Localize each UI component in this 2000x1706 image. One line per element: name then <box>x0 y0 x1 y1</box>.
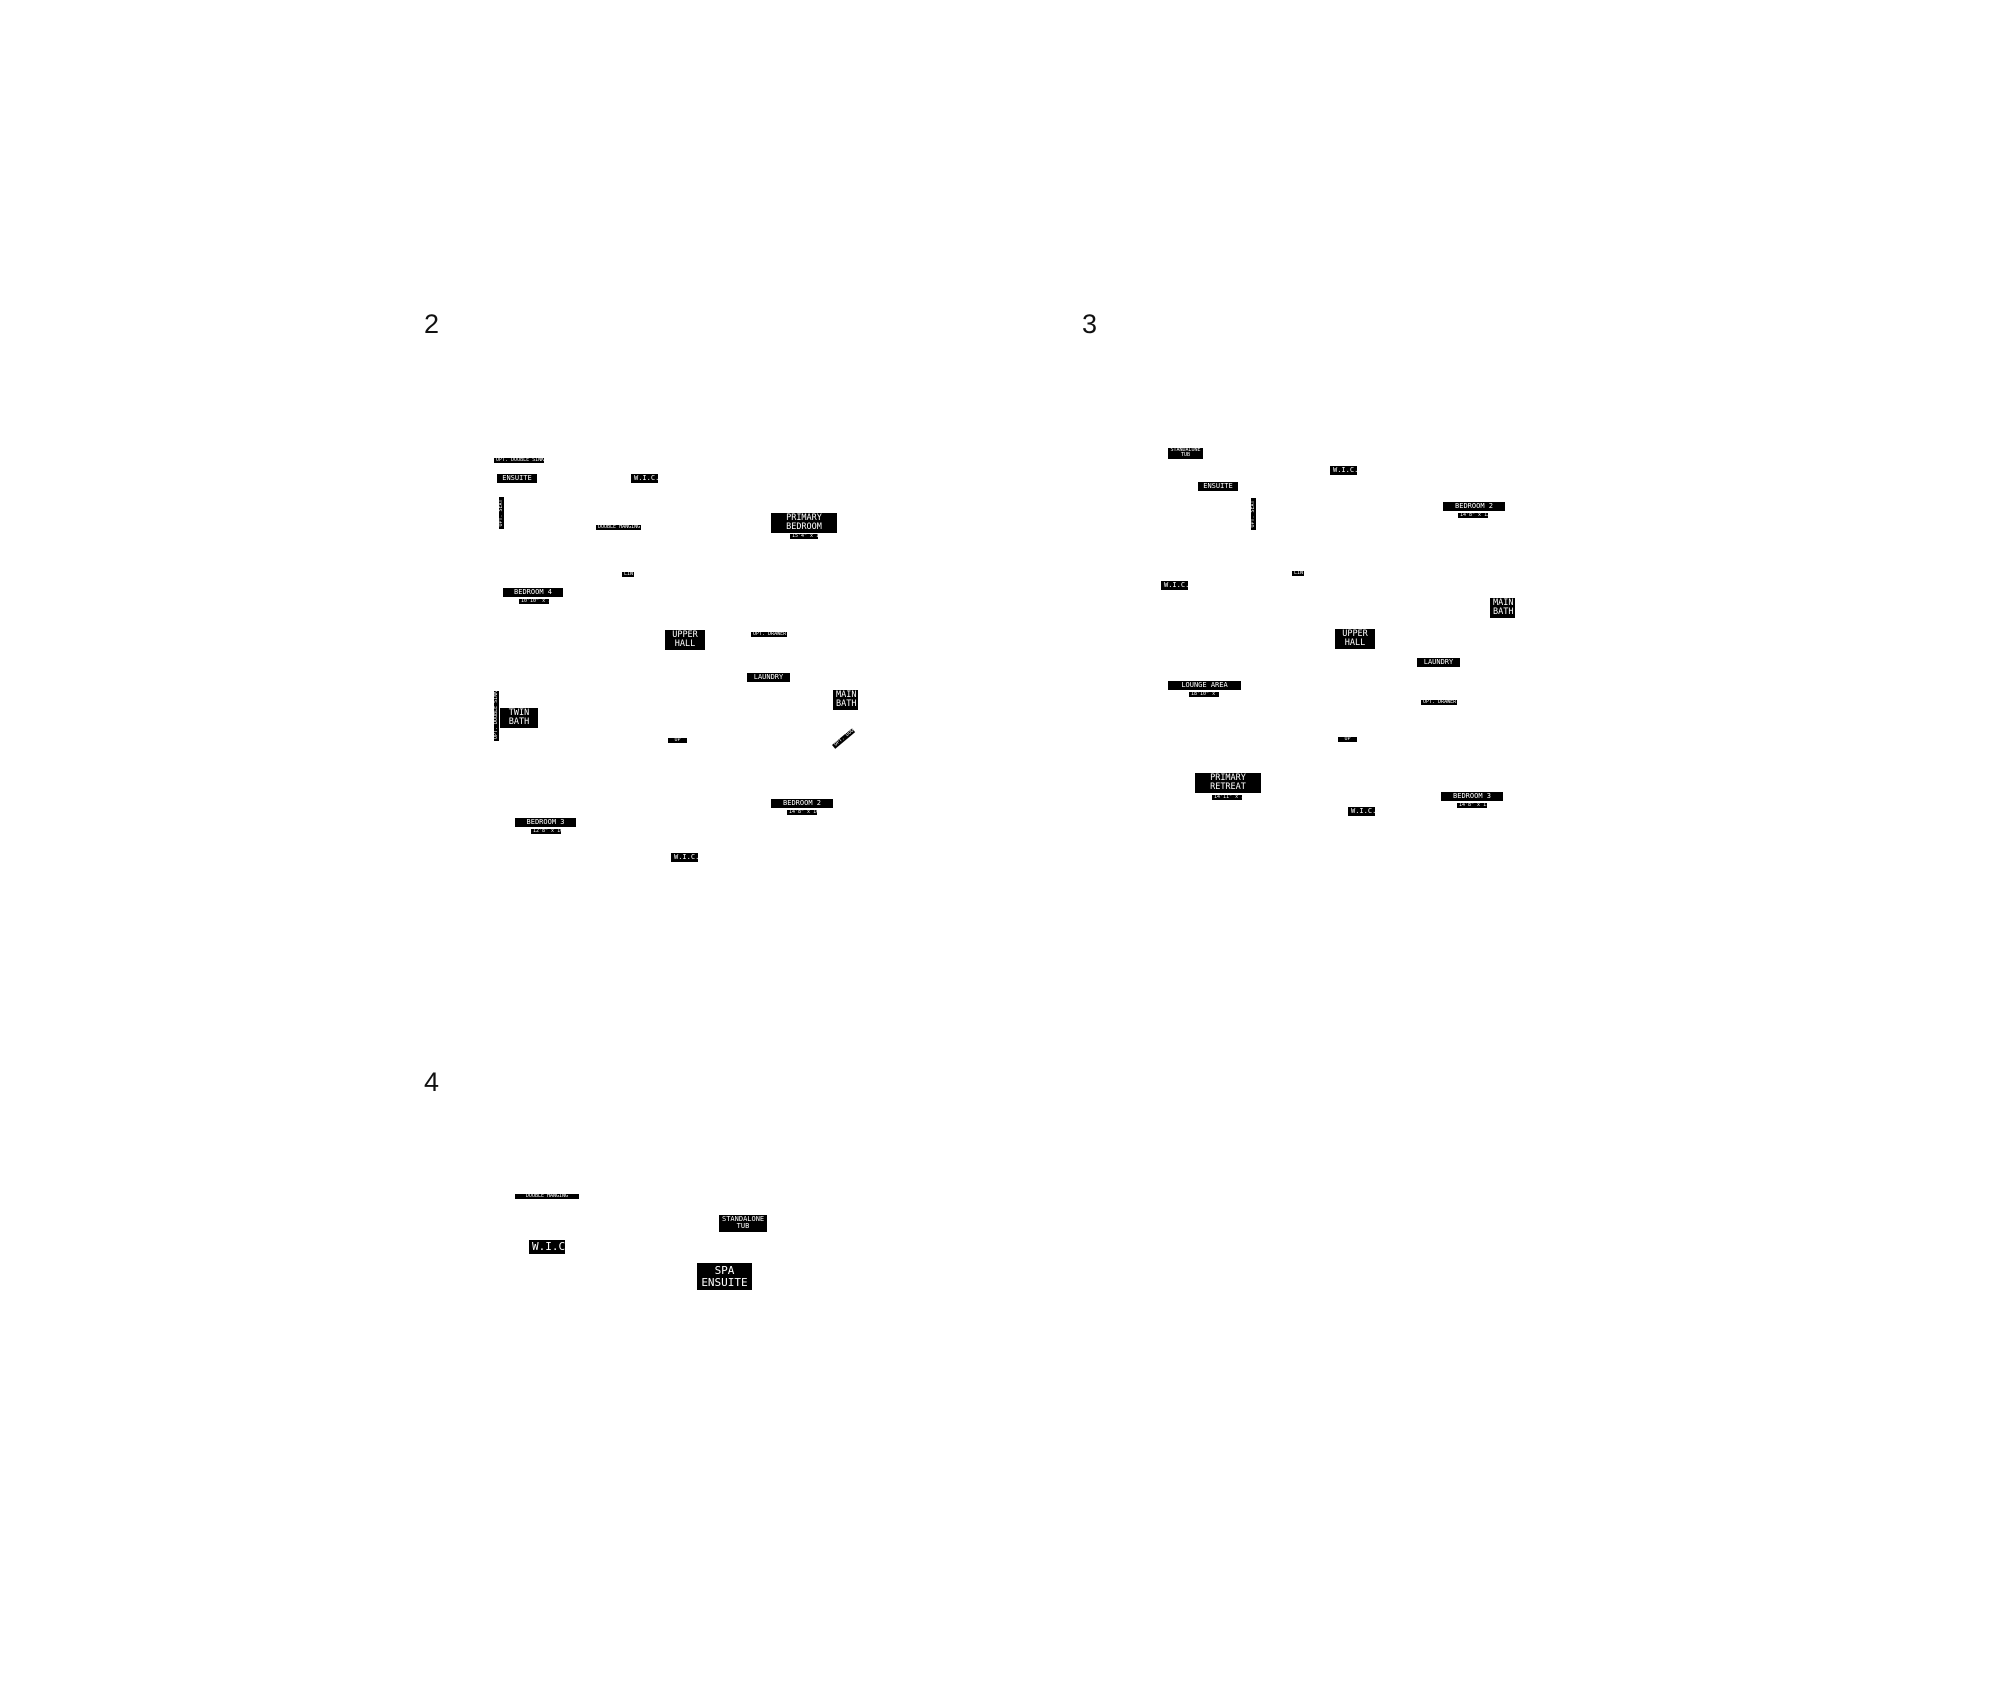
p3-bedroom2-dim: 14'8" x 12'0" <box>1458 512 1500 519</box>
p2-primary-bedroom-dim: 15'4" x 13'8" <box>790 533 832 540</box>
p2-opt-drawer-label: OPT. DRAWER <box>751 631 787 638</box>
panel-4-number: 4 <box>424 1067 440 1097</box>
p2-bedroom3-label: BEDROOM 3 <box>515 818 576 828</box>
p2-double-hanging-label: DOUBLE HANGING <box>596 524 641 531</box>
p2-up-label: UP <box>668 737 687 744</box>
p4-double-hanging-label: DOUBLE HANGING <box>515 1193 579 1200</box>
p2-ensuite-label: ENSUITE <box>497 474 537 484</box>
p2-lin-label: LIN <box>622 571 634 578</box>
p2-bedroom3-dim: 12'8" x 10'8" <box>531 828 573 835</box>
p4-standalone-tub-label: STANDALONE TUB <box>719 1215 767 1232</box>
p3-wic-a-label: W.I.C. <box>1330 466 1358 476</box>
p2-opt-double-sink-label: OPT. DOUBLE SINK <box>493 690 500 741</box>
panel-2-number: 2 <box>424 309 440 339</box>
panel-3-number: 3 <box>1082 309 1098 339</box>
p3-bedroom3-label: BEDROOM 3 <box>1441 792 1503 802</box>
p3-primary-retreat-label: PRIMARY RETREAT <box>1195 773 1261 793</box>
p3-laundry-label: LAUNDRY <box>1417 658 1460 668</box>
p3-opt-seat-label: OPT. SEAT <box>1250 498 1257 530</box>
p2-bedroom2-label: BEDROOM 2 <box>771 799 833 809</box>
p2-bedroom4-dim: 10'10" x 10'8" <box>519 598 564 605</box>
p3-opt-drawer-label: OPT. DRAWER <box>1421 699 1457 706</box>
p2-wic-a-label: W.I.C. <box>631 474 659 484</box>
p2-primary-bedroom-label: PRIMARY BEDROOM <box>771 513 837 533</box>
p3-wic-b-label: W.I.C. <box>1161 581 1189 591</box>
p3-lin-label: LIN <box>1292 570 1304 577</box>
p2-bedroom4-label: BEDROOM 4 <box>503 588 563 598</box>
p3-ensuite-label: ENSUITE <box>1198 482 1238 492</box>
p4-spa-ensuite-label: SPA ENSUITE <box>697 1263 752 1291</box>
p3-wic-c-label: W.I.C. <box>1348 807 1376 817</box>
p3-primary-retreat-dim: 14'11" x 13'8" <box>1212 794 1257 801</box>
p2-opt-double-sinks-label: OPT. DOUBLE SINKS <box>494 457 548 464</box>
p3-bedroom2-label: BEDROOM 2 <box>1443 502 1505 512</box>
p3-up-label: UP <box>1338 736 1357 743</box>
p2-upper-hall-label: UPPER HALL <box>665 630 705 650</box>
p2-main-bath-label: MAIN BATH <box>833 690 858 710</box>
p4-wic-label: W.I.C. <box>529 1240 572 1254</box>
p2-opt-seat-label: OPT. SEAT <box>498 497 505 529</box>
p2-opt-door-label: OPT. DOOR <box>832 725 858 750</box>
p2-laundry-label: LAUNDRY <box>747 673 790 683</box>
p3-bedroom3-dim: 14'8" x 11'10" <box>1457 802 1502 809</box>
p3-upper-hall-label: UPPER HALL <box>1335 629 1375 649</box>
p3-lounge-area-label: LOUNGE AREA <box>1168 681 1241 691</box>
p2-wic-b-label: W.I.C. <box>671 853 699 863</box>
p3-main-bath-label: MAIN BATH <box>1490 598 1515 618</box>
p3-standalone-tub-label: STANDALONE TUB <box>1168 447 1203 459</box>
p3-lounge-area-dim: 18'10" x 7'8" <box>1189 691 1231 698</box>
p2-twin-bath-label: TWIN BATH <box>500 708 538 728</box>
p2-bedroom2-dim: 14'8" x 10'3" <box>787 809 829 816</box>
